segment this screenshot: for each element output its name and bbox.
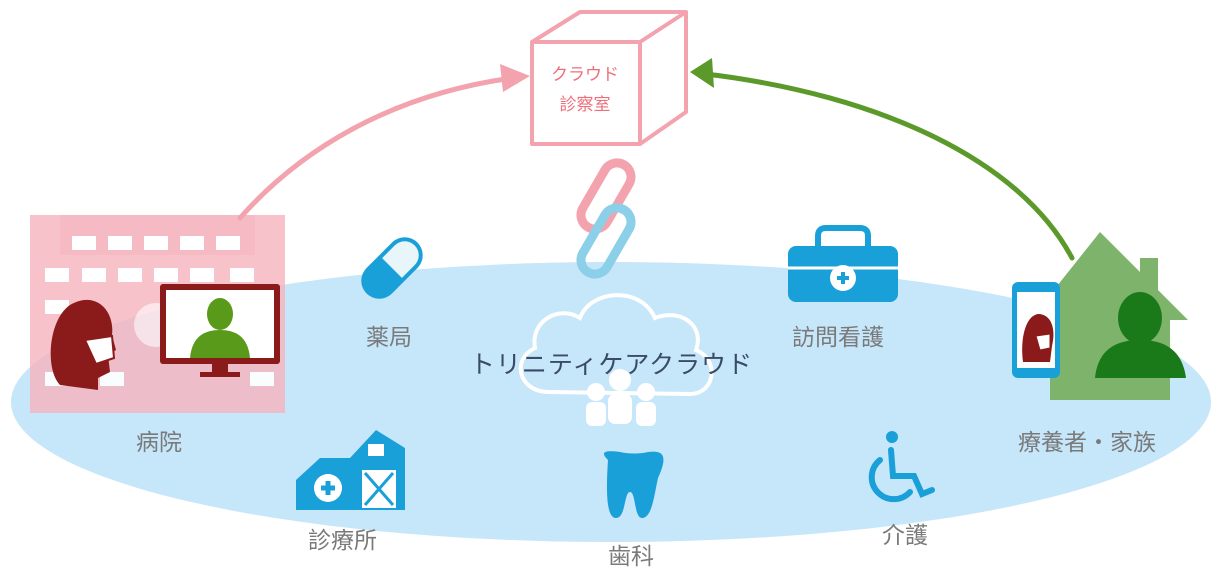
smartphone-icon: [1012, 282, 1060, 378]
masked-patient-icon: [50, 299, 117, 390]
wheelchair-icon: [868, 431, 935, 503]
care-label: 介護: [882, 523, 928, 549]
family-person-icon: [1095, 292, 1186, 378]
home-nursing-label: 訪問看護: [792, 325, 884, 351]
home-to-cloud-arrow: [690, 58, 1075, 261]
video-monitor-icon: [160, 284, 280, 377]
trinity-cloud-icon: [518, 293, 714, 426]
link-icon: [576, 158, 636, 279]
cloud-consult-room-label: クラウド 診察室: [530, 60, 640, 120]
pill-icon: [361, 237, 423, 299]
patient-family-label: 療養者・家族: [1018, 430, 1156, 456]
cloud-room-line2: 診察室: [559, 95, 611, 115]
clinic-icon: [296, 430, 405, 510]
cloud-room-line1: クラウド: [551, 65, 619, 85]
nursing-bag-icon: [788, 225, 898, 302]
hospital-to-cloud-arrow: [237, 64, 530, 221]
clinic-label: 診療所: [308, 528, 377, 554]
hospital-label: 病院: [136, 430, 182, 456]
cloud-consult-room-box: [530, 10, 688, 146]
center-platform-label: トリニティケアクラウド: [469, 350, 754, 379]
dental-label: 歯科: [608, 544, 654, 570]
tooth-icon: [604, 451, 664, 518]
pharmacy-label: 薬局: [366, 325, 412, 351]
